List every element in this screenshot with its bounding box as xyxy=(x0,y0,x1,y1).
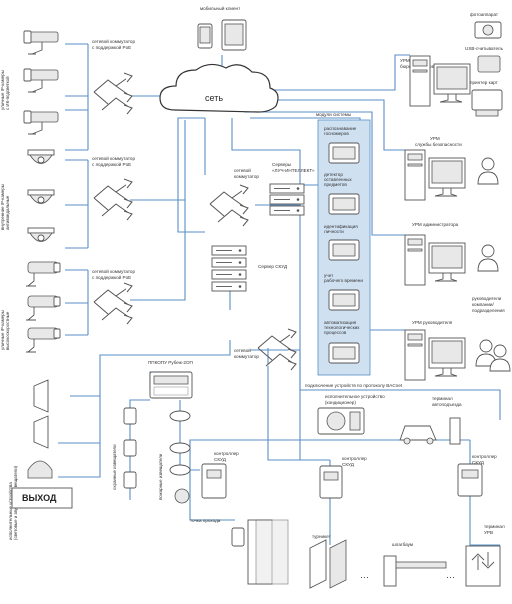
acs-controller-icon xyxy=(457,463,483,497)
switch-mid-label: сетевой коммутатор xyxy=(234,167,259,179)
svg-text:···: ··· xyxy=(360,572,369,582)
barrier-label: шлагбаум xyxy=(392,542,413,547)
ws-manager-label: УРМ руководителя xyxy=(412,320,453,325)
time-attendance-terminal-icon xyxy=(465,545,501,587)
intellect-servers-icon xyxy=(269,183,305,216)
svg-text:с ИК-подсветкой: с ИК-подсветкой xyxy=(5,76,10,110)
card-printer-icon xyxy=(471,89,503,117)
svg-text:пожарные извещатели: пожарные извещатели xyxy=(158,453,163,500)
ws-admin-label: УРМ администратора xyxy=(412,222,459,227)
controller-2-label: контроллер СКУД xyxy=(342,456,368,467)
outdoor-camera-icon xyxy=(23,30,59,55)
network-label: сеть xyxy=(205,93,223,103)
svg-text:···: ··· xyxy=(446,572,455,582)
svg-text:антивандальные: антивандальные xyxy=(5,195,10,230)
acs-server-icon xyxy=(211,245,247,292)
usb-reader-label: USB-считыватель xyxy=(465,46,504,51)
switch-poe-3-label: сетевой коммутатор с поддержкой PoE xyxy=(92,268,136,280)
alarm-panel-icon xyxy=(149,371,193,399)
air-conditioner-icon xyxy=(317,407,365,435)
acs-controller-icon xyxy=(201,463,227,499)
car-icon xyxy=(328,142,360,164)
controller-3-label: контроллер СКУД xyxy=(472,454,498,465)
ws-security-label: УРМ службы безопасности xyxy=(415,136,462,147)
actuator-label: исполнительное устройство (кондиционер) xyxy=(325,393,386,405)
workstation-icon xyxy=(409,55,471,107)
speed-dome-camera-icon xyxy=(25,295,61,321)
svg-text:охранные извещатели: охранные извещатели xyxy=(112,444,117,490)
network-cloud-icon xyxy=(159,63,279,113)
dome-camera-icon xyxy=(27,149,55,164)
acs-server-label: Сервер СКУД xyxy=(258,264,288,269)
id-printer-label: принтер карт xyxy=(470,80,499,85)
speed-dome-label: уличные IP-камеры высокоскоростные xyxy=(0,310,10,350)
exit-sign xyxy=(11,487,73,509)
mobile-client-label: мобильный клиент xyxy=(200,5,241,11)
switch-lower-label: сетевой коммутатор xyxy=(234,347,259,359)
indoor-cameras-label: внутренние IP-камеры антивандальные xyxy=(0,184,10,230)
svg-text:внутренние IP-камеры: внутренние IP-камеры xyxy=(0,184,5,230)
svg-text:высокоскоростные: высокоскоростные xyxy=(5,311,10,350)
controller-1-label: контроллер СКУД xyxy=(214,451,240,462)
servers-title: Серверы «ЛУЧ-ИНТЕЛЛЕКТ» xyxy=(272,162,315,173)
barrier-icon: ··· ··· xyxy=(360,555,455,587)
speed-dome-camera-icon xyxy=(25,327,61,353)
briefcase-icon xyxy=(328,193,360,215)
exit-sign-label: ВЫХОД xyxy=(22,493,57,503)
bacnet-label: подключение устройств по протоколу BACne… xyxy=(305,382,403,388)
vehicle-terminal-label: терминал автоподъезда xyxy=(432,396,462,407)
workstation-icon xyxy=(404,234,466,286)
car-terminal-icon xyxy=(399,417,461,445)
tablet-icon xyxy=(221,19,247,51)
workstation-icon xyxy=(404,329,466,381)
switch-poe-1-label: сетевой коммутатор с поддержкой PoE xyxy=(92,38,136,50)
security-detectors-label: охранные извещатели xyxy=(112,444,117,490)
gear-icon xyxy=(328,342,360,364)
siren-icon xyxy=(27,379,53,479)
acs-controller-icon xyxy=(319,465,343,499)
dome-camera-icon xyxy=(27,189,55,204)
connection-lines xyxy=(58,43,501,546)
dome-camera-icon xyxy=(27,227,55,242)
turnstile-icon xyxy=(309,539,347,589)
switch-poe-2-label: сетевой коммутатор с поддержкой PoE xyxy=(92,155,136,167)
door-icon xyxy=(231,519,289,585)
svg-text:уличные IP-камеры: уличные IP-камеры xyxy=(0,310,5,350)
poe-switch-icon xyxy=(93,178,133,221)
access-point-label: точка прохода xyxy=(190,518,221,523)
timesheet-icon xyxy=(328,289,360,311)
smoke-detector-icon xyxy=(169,410,191,504)
network-switch-icon xyxy=(209,184,249,227)
svg-text:исполнительные устройства: исполнительные устройства xyxy=(8,482,13,540)
smoke-detectors-label: пожарные извещатели xyxy=(158,453,163,500)
turnstile-label: турникет xyxy=(312,534,332,539)
speed-dome-camera-icon xyxy=(25,261,61,287)
motion-detector-icon xyxy=(123,407,137,489)
usb-reader-icon xyxy=(477,55,501,73)
ups-terminal-label: терминал УРВ xyxy=(484,524,506,535)
phone-icon xyxy=(197,23,213,49)
outdoor-camera-icon xyxy=(23,110,59,135)
photo-camera-icon xyxy=(474,21,502,39)
photo-camera-label: фотоаппарат xyxy=(470,12,499,17)
intruder-panel-label: ППКОПУ Рубеж-2ОП xyxy=(148,360,193,365)
poe-switch-icon xyxy=(93,72,133,115)
workstation-icon xyxy=(404,149,466,201)
security-officer-icon xyxy=(477,157,499,185)
face-id-icon xyxy=(328,239,360,261)
outdoor-cameras-label: уличные IP-камеры с ИК-подсветкой xyxy=(0,70,10,110)
company-managers-label: руководители компании/ подразделения xyxy=(472,296,505,313)
outdoor-camera-icon xyxy=(23,68,59,93)
admin-icon xyxy=(477,244,499,272)
modules-header: модули системы xyxy=(316,112,351,117)
poe-switch-icon xyxy=(93,282,133,325)
svg-text:уличные IP-камеры: уличные IP-камеры xyxy=(0,70,5,110)
